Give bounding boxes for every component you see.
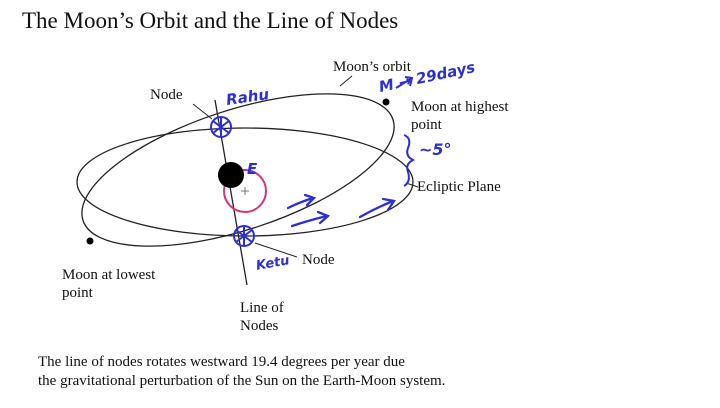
line-of-nodes-line-1: Line of <box>240 299 284 317</box>
caption-line-1: The line of nodes rotates westward 19.4 … <box>38 353 445 372</box>
inclination-brace <box>404 135 413 186</box>
moon-lowest-line-2: point <box>62 284 155 302</box>
line-of-nodes-line-2: Nodes <box>240 317 284 335</box>
caption-line-2: the gravitational perturbation of the Su… <box>38 372 445 391</box>
node-pointer-top <box>193 104 212 119</box>
node-label-top: Node <box>150 86 183 104</box>
earth-dot <box>218 162 244 188</box>
node-label-bottom: Node <box>302 251 335 269</box>
moon-highest-line-2: point <box>411 116 509 134</box>
direction-arrows <box>288 195 394 226</box>
moon-highest-line-1: Moon at highest <box>411 98 509 116</box>
node-marker-rahu <box>211 117 231 137</box>
moon-highest-label: Moon at highest point <box>411 98 509 134</box>
ecliptic-plane-label: Ecliptic Plane <box>417 178 501 196</box>
crosshair-icon <box>241 187 249 195</box>
moon-highest-dot <box>383 99 390 106</box>
ecliptic-ellipse <box>77 128 413 236</box>
moon-lowest-line-1: Moon at lowest <box>62 266 155 284</box>
moon-lowest-dot <box>87 238 94 245</box>
moon-lowest-label: Moon at lowest point <box>62 266 155 302</box>
caption: The line of nodes rotates westward 19.4 … <box>38 353 445 391</box>
orbit-pointer <box>340 76 352 86</box>
earth-annotation: E <box>247 160 257 178</box>
line-of-nodes-label: Line of Nodes <box>240 299 284 335</box>
inclination-annotation: ~5° <box>419 140 452 159</box>
